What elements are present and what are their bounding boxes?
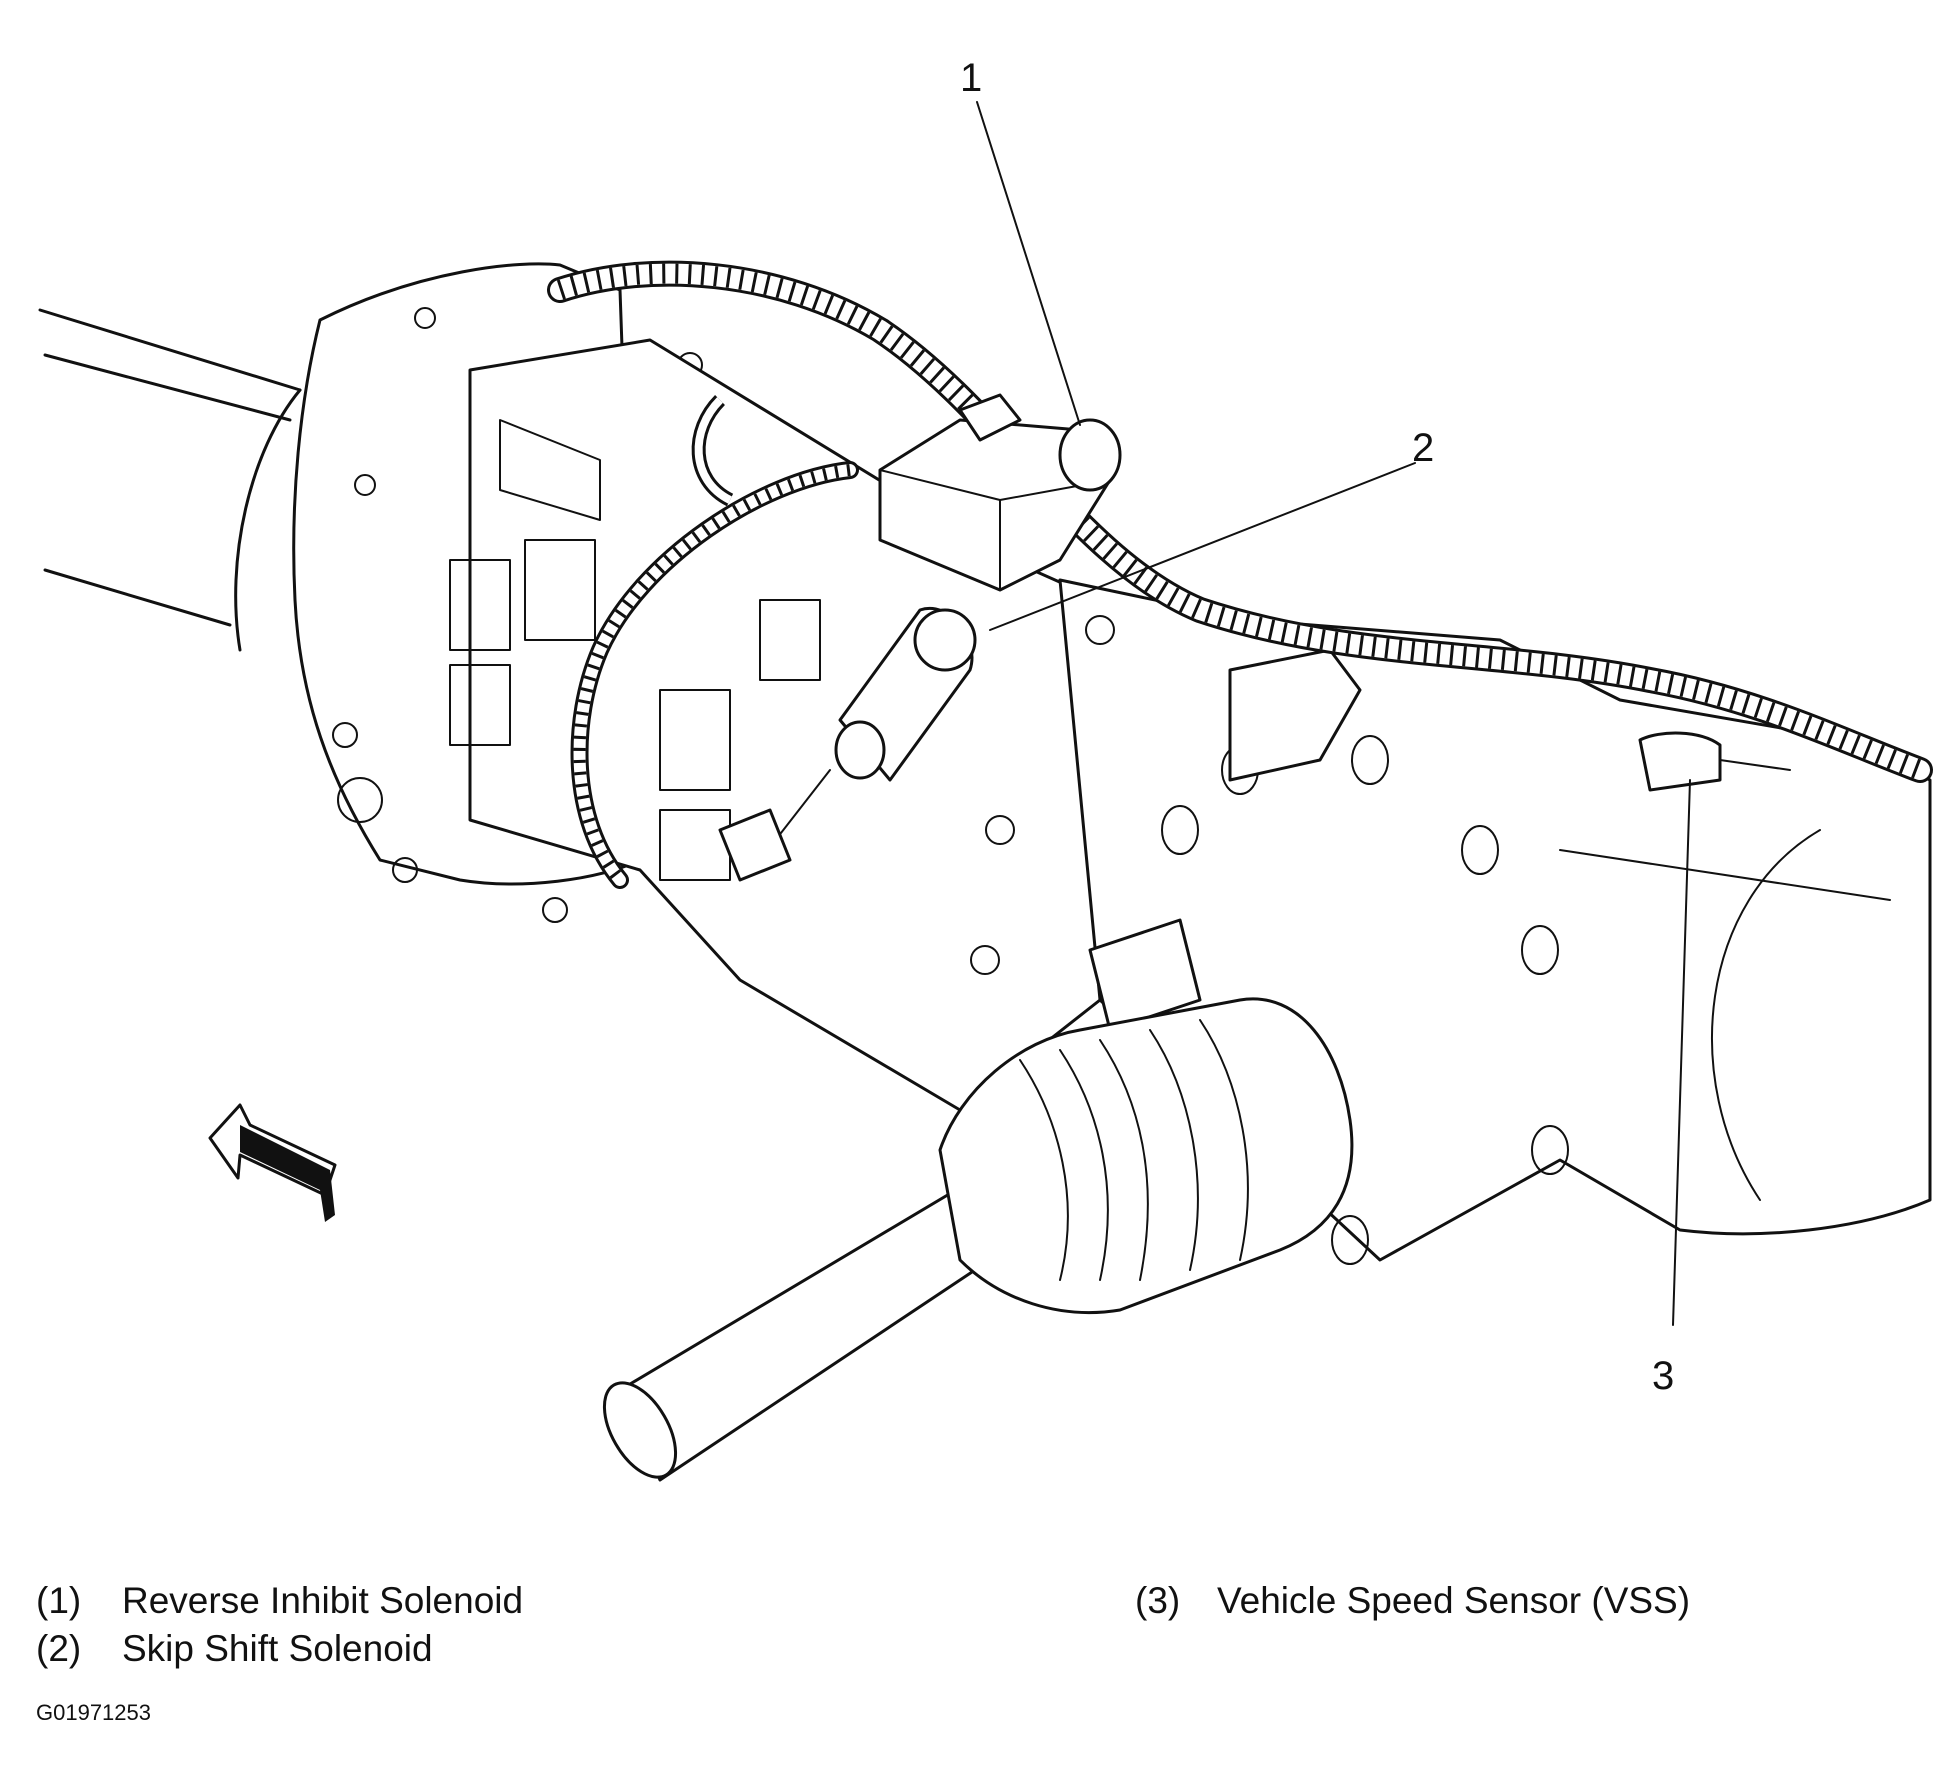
callout-1: 1 xyxy=(960,56,983,100)
skip-shift-solenoid xyxy=(718,606,977,882)
legend-item-1: (1) Reverse Inhibit Solenoid xyxy=(36,1582,523,1619)
legend-number: (1) xyxy=(36,1580,82,1621)
leader-line-1 xyxy=(976,101,1081,426)
direction-arrow-icon xyxy=(208,1103,337,1222)
vehicle-speed-sensor xyxy=(1638,731,1791,792)
figure-id: G01971253 xyxy=(36,1700,151,1725)
reverse-inhibit-solenoid xyxy=(878,393,1122,592)
leader-line-3 xyxy=(1672,779,1691,1326)
leader-lines xyxy=(976,101,1691,1326)
legend-text: Skip Shift Solenoid xyxy=(122,1628,433,1669)
wiring-harness xyxy=(547,260,1933,889)
legend-number: (3) xyxy=(1135,1580,1181,1621)
legend-item-3: (3) Vehicle Speed Sensor (VSS) xyxy=(1135,1582,1690,1619)
callout-3: 3 xyxy=(1652,1354,1675,1398)
legend-item-2: (2) Skip Shift Solenoid xyxy=(36,1630,433,1667)
engine-outline xyxy=(38,308,302,627)
legend-number: (2) xyxy=(36,1628,82,1669)
legend-text: Vehicle Speed Sensor (VSS) xyxy=(1217,1580,1691,1621)
legend-text: Reverse Inhibit Solenoid xyxy=(122,1580,524,1621)
drive-shaft xyxy=(602,997,1354,1482)
leader-line-2 xyxy=(989,462,1416,631)
callout-2: 2 xyxy=(1412,426,1435,470)
